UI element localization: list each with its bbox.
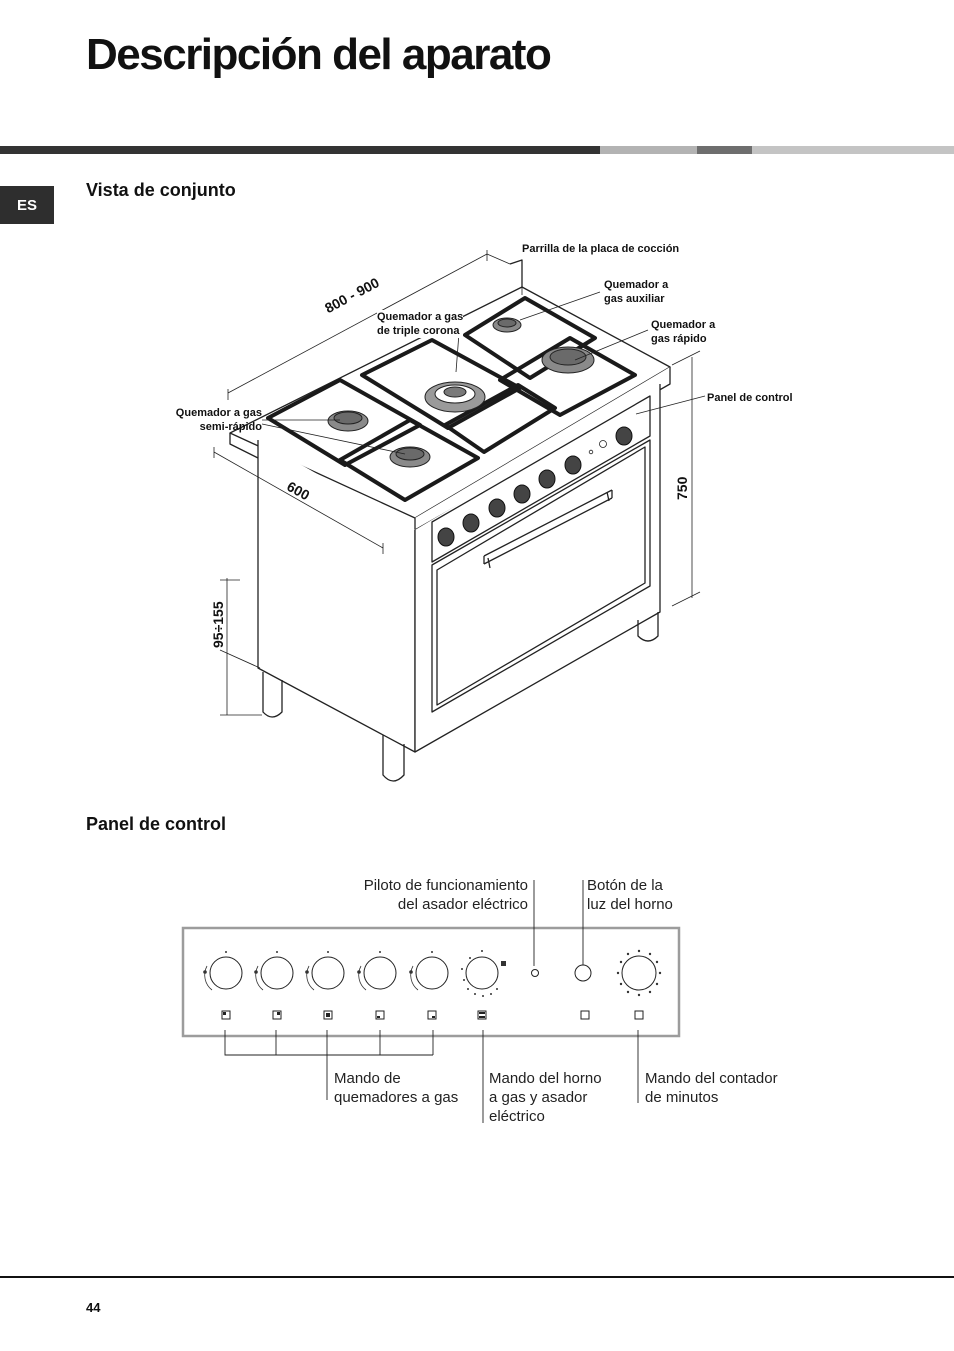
header-bar-light-2 xyxy=(752,146,954,154)
label-grid: Parrilla de la placa de cocción xyxy=(522,243,680,255)
header-bar-dark xyxy=(0,146,600,154)
label-aux-burner: Quemador a gas auxiliar xyxy=(604,279,669,305)
page-title: Descripción del aparato xyxy=(86,30,552,79)
label-triple-burner: Quemador a gas de triple corona xyxy=(377,310,464,338)
label-oven-light-button: Botón de la luz del horno xyxy=(587,877,673,913)
footer-rule xyxy=(0,1276,954,1278)
label-control-panel: Panel de control xyxy=(707,392,793,404)
page-number: 44 xyxy=(86,1300,101,1315)
header-bar-mid xyxy=(697,146,752,154)
control-panel-heading: Panel de control xyxy=(86,814,227,834)
label-semi-burner: Quemador a gas semi-rápido xyxy=(175,407,262,433)
label-pilot-light: Piloto de funcionamiento del asador eléc… xyxy=(363,877,528,913)
language-tab: ES xyxy=(0,186,54,224)
label-burner-knobs: Mando de quemadores a gas xyxy=(334,1070,459,1106)
overview-heading: Vista de conjunto xyxy=(86,180,236,200)
cooker-illustration xyxy=(213,250,706,782)
header-bar-light xyxy=(600,146,697,154)
label-rapid-burner: Quemador a gas rápido xyxy=(651,319,716,345)
label-oven-knob: Mando del horno a gas y asador eléctrico xyxy=(489,1070,602,1125)
label-timer-knob: Mando del contador de minutos xyxy=(645,1070,778,1106)
